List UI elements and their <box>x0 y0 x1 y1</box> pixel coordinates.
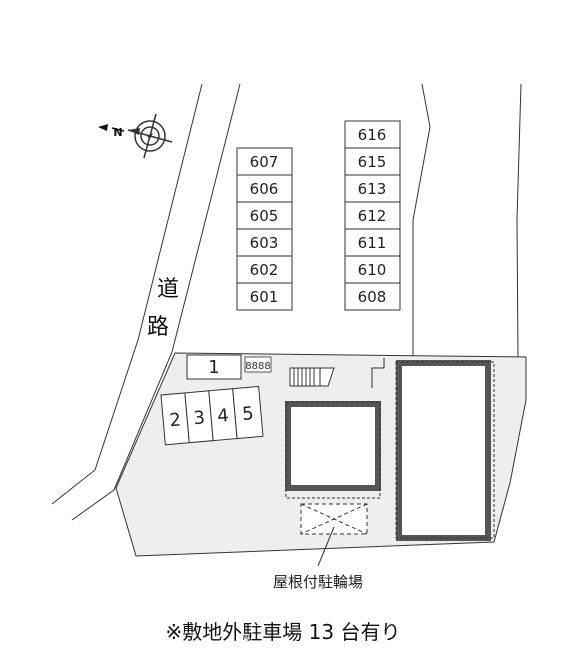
parking-stalls: 2 3 4 5 <box>160 385 264 446</box>
stall-5 <box>232 385 264 440</box>
bike-mark-box <box>244 356 272 373</box>
unit-605: 605 <box>250 207 279 225</box>
stairs-landing <box>319 367 335 387</box>
driveway-right <box>516 83 522 358</box>
compass-arrow <box>111 127 125 132</box>
compass-arrowhead <box>98 124 108 131</box>
road-label-1: 道 <box>157 277 179 302</box>
units-left-column: 607 606 605 603 602 601 <box>236 147 293 311</box>
stall-4-label: 4 <box>216 405 229 427</box>
shelter-cross-2 <box>300 503 368 535</box>
stairs-treads <box>293 368 315 386</box>
unit-610: 610 <box>358 261 387 279</box>
driveway-left <box>412 83 431 357</box>
unit-601: 601 <box>250 288 279 306</box>
road-edge-right <box>71 83 241 521</box>
unit-613: 613 <box>358 180 387 198</box>
stall-3-label: 3 <box>193 407 206 429</box>
unit-608: 608 <box>358 288 387 306</box>
unit-603: 603 <box>250 234 279 252</box>
road-edge-left <box>51 83 203 505</box>
unit-615: 615 <box>358 153 387 171</box>
compass-rose-icon <box>127 113 173 159</box>
building-middle-eave <box>285 401 381 499</box>
parking-spot-1-label: 1 <box>208 357 219 378</box>
compass-north-label: N <box>113 126 122 139</box>
building-middle <box>285 401 381 491</box>
bike-mark-label: 8888 <box>245 361 270 372</box>
entry-notch <box>371 358 385 388</box>
building-large-eave <box>395 361 495 539</box>
stall-2-label: 2 <box>169 409 182 431</box>
shelter-leader <box>317 526 335 567</box>
offsite-parking-note: ※敷地外駐車場 13 台有り <box>166 620 401 644</box>
unit-606: 606 <box>250 180 279 198</box>
unit-602: 602 <box>250 261 279 279</box>
unit-607: 607 <box>250 153 279 171</box>
parking-spot-1 <box>186 354 242 380</box>
stall-5-label: 5 <box>241 403 254 425</box>
units-right-column: 616 615 613 612 611 610 608 <box>344 120 401 311</box>
building-large <box>396 360 491 541</box>
bicycle-parking-caption: 屋根付駐輪場 <box>273 573 363 591</box>
road-label-2: 路 <box>147 315 169 340</box>
unit-611: 611 <box>358 234 387 252</box>
unit-616: 616 <box>358 126 387 144</box>
unit-612: 612 <box>358 207 387 225</box>
